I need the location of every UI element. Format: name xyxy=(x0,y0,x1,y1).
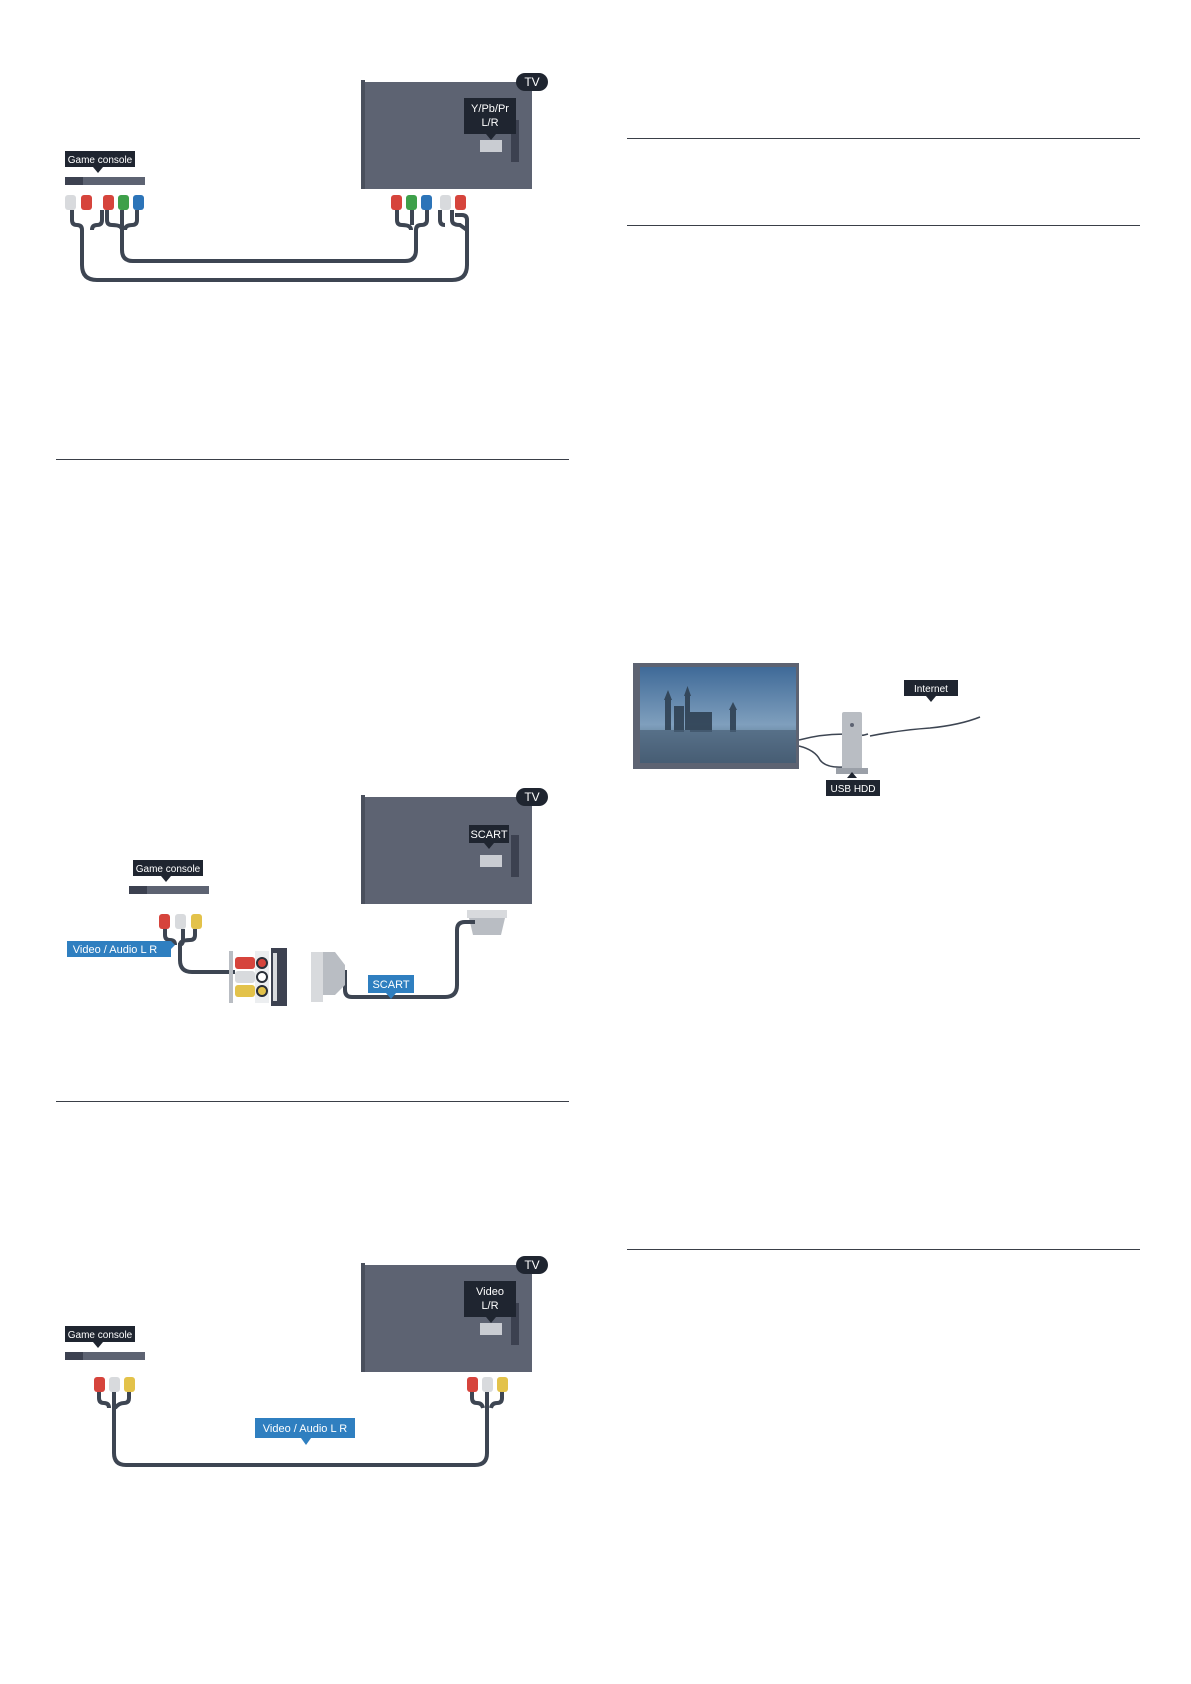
section-divider-left-1 xyxy=(56,459,569,460)
port-label-line2: L/R xyxy=(481,1300,498,1312)
hdd-label: USB HDD xyxy=(830,784,875,795)
internet-label: Internet xyxy=(904,680,958,702)
composite-connection-diagram: TV Video L/R Game console Video / Audio … xyxy=(65,1256,548,1467)
castle-image xyxy=(664,686,737,732)
tv-badge-text: TV xyxy=(524,790,539,804)
cable-label-scart-text: SCART xyxy=(372,979,409,991)
tv-plugs xyxy=(391,195,466,210)
game-console: Game console xyxy=(65,151,145,185)
cable-label: Video / Audio L R xyxy=(255,1418,355,1445)
tv-illustration xyxy=(633,663,799,769)
port-label-line2: L/R xyxy=(481,117,498,129)
tv-badge-text: TV xyxy=(524,75,539,89)
game-console: Game console xyxy=(129,860,209,894)
section-divider-right-1 xyxy=(627,138,1140,139)
usb-hdd-connection-diagram: USB HDD Internet xyxy=(633,663,981,796)
console-plugs xyxy=(65,195,144,210)
tv-plugs xyxy=(467,1377,508,1392)
device-label: Game console xyxy=(68,1330,133,1341)
console-plugs xyxy=(94,1377,135,1392)
usb-hdd-device: USB HDD xyxy=(826,712,880,796)
internet-label-text: Internet xyxy=(914,684,948,695)
scart-plug-tv xyxy=(467,910,507,935)
device-label: Game console xyxy=(136,864,201,875)
component-connection-diagram: TV Y/Pb/Pr L/R Game console xyxy=(65,73,548,282)
cable-label-text: Video / Audio L R xyxy=(263,1423,347,1435)
cables xyxy=(798,716,981,768)
cable-label-scart: SCART xyxy=(368,975,414,999)
port-label-text: SCART xyxy=(470,829,507,841)
section-divider-right-3 xyxy=(627,1249,1140,1250)
port-label: Y/Pb/Pr L/R xyxy=(464,98,516,140)
scart-connection-diagram: TV SCART Game console xyxy=(67,788,548,1006)
port-label: Video L/R xyxy=(464,1281,516,1323)
tv-badge: TV xyxy=(516,788,548,806)
tv-illustration xyxy=(361,795,532,904)
scart-adapter xyxy=(229,948,345,1006)
tv-illustration xyxy=(361,80,532,189)
cable-label-left-text: Video / Audio L R xyxy=(73,944,157,956)
console-plugs xyxy=(159,914,202,929)
tv-badge: TV xyxy=(516,1256,548,1274)
game-console: Game console xyxy=(65,1326,145,1360)
port-label-line1: Y/Pb/Pr xyxy=(471,103,509,115)
cables xyxy=(70,210,469,282)
device-label: Game console xyxy=(68,155,133,166)
cable-label-left: Video / Audio L R xyxy=(67,941,175,957)
port-label-line1: Video xyxy=(476,1286,504,1298)
tv-badge-text: TV xyxy=(524,1258,539,1272)
cables xyxy=(97,1392,504,1467)
section-divider-left-2 xyxy=(56,1101,569,1102)
tv-badge: TV xyxy=(516,73,548,91)
port-label: SCART xyxy=(469,825,509,849)
section-divider-right-2 xyxy=(627,225,1140,226)
cables xyxy=(163,920,475,999)
tv-illustration xyxy=(361,1263,532,1372)
